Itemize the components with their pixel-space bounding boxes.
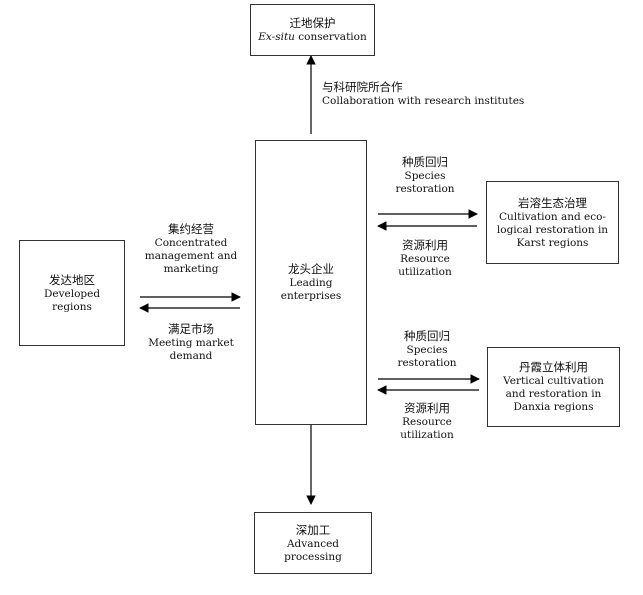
node-processing-en-2: processing: [284, 550, 342, 563]
node-processing-zh: 深加工: [295, 522, 331, 537]
label-resource2-zh: 资源利用: [404, 401, 450, 415]
label-meeting-en-1: Meeting market: [148, 337, 234, 349]
label-species-restoration-karst: 种质回归 Species restoration: [385, 155, 465, 196]
label-resource-utilization-karst: 资源利用 Resource utilization: [385, 238, 465, 279]
node-danxia-en-3: Danxia regions: [513, 401, 594, 413]
label-resource2-en-1: Resource: [402, 416, 452, 428]
node-danxia-zh: 丹霞立体利用: [519, 360, 588, 374]
label-collaboration: 与科研院所合作 Collaboration with research inst…: [322, 80, 524, 108]
label-meeting-zh: 满足市场: [168, 322, 214, 336]
node-exsitu-zh: 迁地保护: [289, 16, 336, 30]
label-meeting-en-2: demand: [169, 350, 213, 362]
node-karst-en-3: Karst regions: [516, 236, 589, 249]
node-karst-regions: 岩溶生态治理 Cultivation and eco- logical rest…: [486, 181, 619, 264]
label-collab-zh: 与科研院所合作: [322, 80, 403, 94]
node-leading-enterprises: 龙头企业 Leading enterprises: [255, 140, 367, 425]
node-karst-en-1: Cultivation and eco-: [499, 210, 606, 223]
node-karst-en-2: logical restoration in: [496, 223, 609, 236]
node-center-zh: 龙头企业: [288, 262, 334, 276]
label-species2-zh: 种质回归: [404, 329, 450, 343]
label-meeting-market: 满足市场 Meeting market demand: [140, 322, 242, 363]
label-resource2-en-2: utilization: [400, 429, 454, 441]
label-concentrated-management: 集约经营 Concentrated management and marketi…: [140, 222, 242, 276]
label-species-restoration-danxia: 种质回归 Species restoration: [387, 329, 467, 370]
label-resource1-en-2: utilization: [398, 266, 452, 278]
node-exsitu-en: Ex-situ conservation: [258, 31, 367, 43]
label-concentrated-en-2: management and: [144, 250, 238, 262]
label-resource-utilization-danxia: 资源利用 Resource utilization: [387, 401, 467, 442]
node-processing-en-1: Advanced: [286, 537, 340, 550]
node-developed-en-2: regions: [52, 300, 92, 313]
node-danxia-en-1: Vertical cultivation: [503, 375, 604, 387]
node-developed-zh: 发达地区: [49, 272, 95, 287]
node-center-en-1: Leading: [289, 277, 333, 289]
label-resource1-zh: 资源利用: [402, 238, 448, 252]
node-developed-en-1: Developed: [43, 287, 101, 300]
label-species1-en-1: Species: [404, 170, 446, 182]
label-species1-en-2: restoration: [395, 183, 455, 195]
node-center-en-2: enterprises: [280, 290, 342, 302]
label-resource1-en-1: Resource: [400, 253, 450, 265]
label-concentrated-en-3: marketing: [163, 263, 219, 275]
node-danxia-en-2: and restoration in: [505, 388, 602, 400]
label-concentrated-zh: 集约经营: [168, 222, 214, 236]
node-developed-regions: 发达地区 Developed regions: [19, 240, 125, 346]
label-concentrated-en-1: Concentrated: [154, 237, 228, 249]
label-species1-zh: 种质回归: [402, 155, 448, 169]
label-collab-en: Collaboration with research institutes: [322, 95, 525, 107]
node-danxia-regions: 丹霞立体利用 Vertical cultivation and restorat…: [487, 347, 620, 427]
node-karst-zh: 岩溶生态治理: [518, 195, 587, 210]
label-species2-en-1: Species: [406, 344, 448, 356]
node-advanced-processing: 深加工 Advanced processing: [254, 512, 372, 574]
label-species2-en-2: restoration: [397, 357, 457, 369]
node-exsitu-conservation: 迁地保护 Ex-situ conservation: [250, 4, 375, 56]
